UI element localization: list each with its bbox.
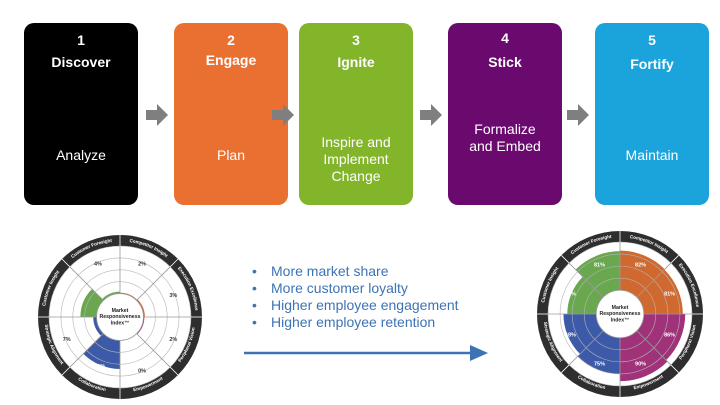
center-label: Responsiveness bbox=[600, 311, 641, 317]
ring-separator bbox=[169, 366, 179, 376]
wheel-segment-fill bbox=[567, 276, 604, 314]
step-engage: 2 Engage Plan bbox=[174, 23, 288, 205]
segment-value: 68% bbox=[565, 333, 576, 339]
spoke bbox=[69, 266, 104, 301]
outcome-item: Higher employee retention bbox=[252, 314, 459, 331]
step-title: Stick bbox=[488, 54, 522, 70]
wheel-segment-fill bbox=[80, 288, 104, 317]
center-label: Index™ bbox=[611, 317, 630, 323]
spoke bbox=[568, 262, 604, 298]
segment-value: 90% bbox=[635, 362, 646, 368]
center-label: Market bbox=[112, 308, 129, 314]
segment-value: 0% bbox=[138, 368, 146, 374]
segment-value: 82% bbox=[635, 262, 646, 268]
step-number: 2 bbox=[227, 32, 235, 48]
wheel-segment-fill bbox=[620, 330, 668, 382]
step-fortify: 5 Fortify Maintain bbox=[595, 23, 709, 205]
wheel-segment-fill bbox=[577, 330, 620, 374]
ring-separator bbox=[61, 258, 71, 268]
step-stick: 4 Stick Formalize and Embed bbox=[448, 23, 562, 205]
center-label: Index™ bbox=[111, 320, 130, 326]
segment-value: 3% bbox=[169, 293, 177, 299]
spoke bbox=[636, 330, 672, 366]
ring-separator bbox=[169, 258, 179, 268]
wheel-segment-fill bbox=[620, 250, 665, 298]
segment-value: 75% bbox=[594, 362, 605, 368]
step-arrow-icon bbox=[567, 104, 589, 126]
step-number: 5 bbox=[648, 32, 656, 48]
wheel-center bbox=[595, 289, 645, 339]
ring-separator bbox=[670, 255, 679, 264]
spoke bbox=[69, 333, 104, 368]
segment-value: 81% bbox=[664, 291, 675, 297]
step-arrow-icon bbox=[146, 104, 168, 126]
step-title: Ignite bbox=[337, 54, 375, 70]
ring-separator bbox=[61, 366, 71, 376]
step-discover: 1 Discover Analyze bbox=[24, 23, 138, 205]
step-number: 1 bbox=[77, 32, 85, 48]
step-ignite: 3 Ignite Inspire and Implement Change bbox=[299, 23, 413, 205]
center-label: Market bbox=[612, 305, 629, 311]
step-title: Fortify bbox=[630, 56, 674, 72]
step-arrow-icon bbox=[272, 104, 294, 126]
step-arrow-icon bbox=[420, 104, 442, 126]
progress-arrow-icon bbox=[244, 345, 488, 361]
outcome-list: More market share More customer loyalty … bbox=[252, 263, 459, 331]
step-number: 4 bbox=[501, 30, 509, 46]
step-title: Discover bbox=[51, 54, 111, 70]
wheel-segment-fill bbox=[575, 251, 620, 298]
outcome-item: Higher employee engagement bbox=[252, 297, 459, 314]
step-action: Analyze bbox=[56, 147, 106, 163]
step-action: Maintain bbox=[625, 147, 679, 163]
segment-value: 2% bbox=[138, 262, 146, 268]
segment-value: 86% bbox=[664, 333, 675, 339]
step-action: Inspire and Implement Change bbox=[321, 134, 391, 184]
step-title: Engage bbox=[205, 52, 257, 68]
spoke bbox=[136, 333, 171, 368]
segment-value: 34% bbox=[66, 295, 77, 301]
step-number: 3 bbox=[352, 32, 360, 48]
segment-value: 60% bbox=[565, 291, 576, 297]
center-label: Responsiveness bbox=[100, 314, 141, 320]
spoke bbox=[136, 266, 171, 301]
segment-value: 4% bbox=[94, 262, 102, 268]
segment-value: 60% bbox=[94, 364, 105, 370]
wheel-center bbox=[96, 293, 144, 341]
segment-value: 81% bbox=[594, 262, 605, 268]
spoke bbox=[636, 262, 672, 298]
ring-separator bbox=[561, 255, 570, 264]
wheel-segment-fill bbox=[636, 269, 683, 314]
step-action: Plan bbox=[216, 147, 246, 163]
wheel-segment-fill bbox=[636, 314, 686, 361]
ring-separator bbox=[670, 364, 679, 373]
segment-value: 2% bbox=[169, 337, 177, 343]
wheel-segment-fill bbox=[83, 333, 120, 369]
step-action: Formalize and Embed bbox=[469, 121, 541, 154]
spoke bbox=[568, 330, 604, 366]
outcome-item: More customer loyalty bbox=[252, 280, 459, 297]
outcome-item: More market share bbox=[252, 263, 459, 280]
ring-separator bbox=[561, 364, 570, 373]
segment-value: 7% bbox=[63, 337, 71, 343]
